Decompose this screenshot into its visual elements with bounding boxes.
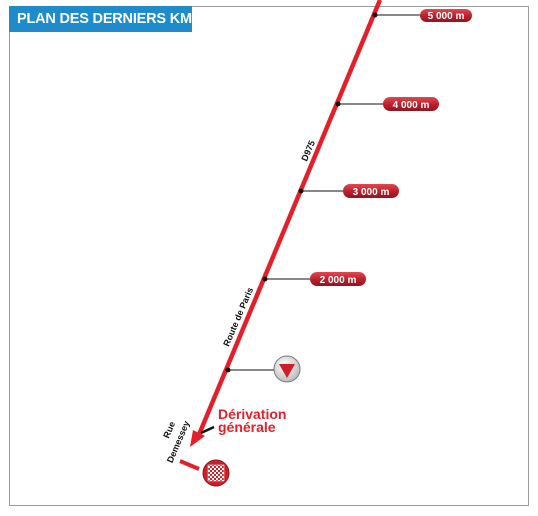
deviation-label-line1: Dérivation — [218, 406, 286, 422]
km-marker-label: 2 000 m — [320, 275, 357, 286]
map-frame — [9, 6, 529, 506]
route-line — [195, 0, 383, 438]
checkered-flag-icon — [202, 459, 230, 487]
deviation-pointer — [200, 425, 215, 435]
km-marker-label: 3 000 m — [353, 187, 390, 198]
km-marker-2000: 2 000 m — [262, 272, 366, 286]
finish-line — [179, 459, 200, 471]
route-arrow — [190, 430, 205, 447]
km-marker-label: 5 000 m — [428, 11, 465, 22]
km-marker-3000: 3 000 m — [298, 184, 399, 198]
km-marker-label: 4 000 m — [393, 100, 430, 111]
deviation-label-line2: générale — [218, 419, 276, 435]
page-title: PLAN DES DERNIERS KM — [9, 6, 192, 32]
km-marker-4000: 4 000 m — [335, 97, 439, 111]
flamme-rouge-marker — [225, 355, 301, 383]
km-marker-5000: 5 000 m — [372, 9, 472, 22]
